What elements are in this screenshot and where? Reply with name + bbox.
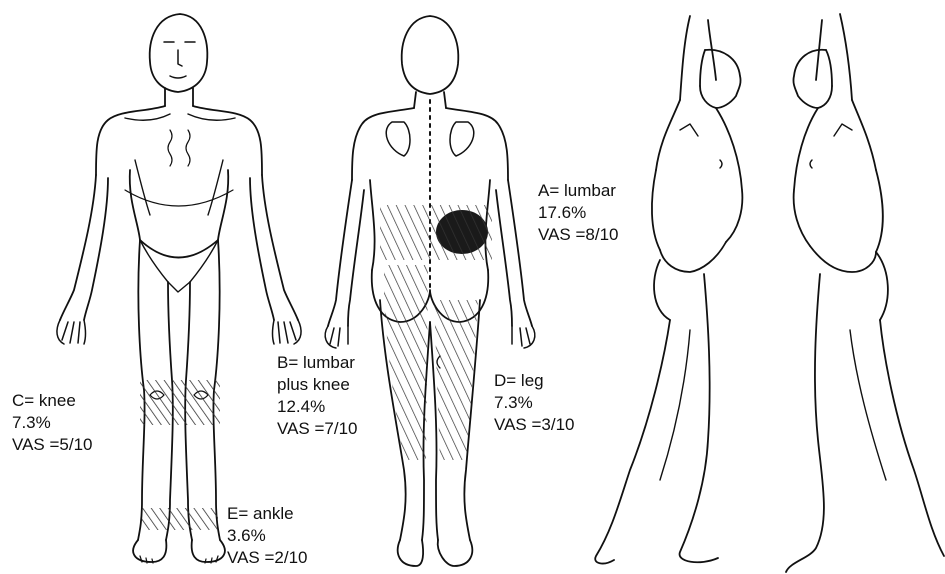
region-a-percent: 17.6% <box>538 202 619 224</box>
region-b-vas: VAS =7/10 <box>277 418 358 440</box>
region-d-label: D= leg 7.3% VAS =3/10 <box>494 370 575 436</box>
front-body-figure <box>57 14 301 563</box>
region-b-name: B= lumbar <box>277 352 358 374</box>
region-b-percent: 12.4% <box>277 396 358 418</box>
side-body-figure-right <box>595 16 742 563</box>
region-a-name: A= lumbar <box>538 180 619 202</box>
region-a-label: A= lumbar 17.6% VAS =8/10 <box>538 180 619 246</box>
region-d-vas: VAS =3/10 <box>494 414 575 436</box>
region-c-label: C= knee 7.3% VAS =5/10 <box>12 390 93 456</box>
region-a-vas: VAS =8/10 <box>538 224 619 246</box>
leg-pain-region-right <box>434 300 478 460</box>
region-d-percent: 7.3% <box>494 392 575 414</box>
region-e-percent: 3.6% <box>227 525 308 547</box>
region-e-label: E= ankle 3.6% VAS =2/10 <box>227 503 308 569</box>
leg-pain-region-left <box>384 265 428 460</box>
region-b-name-continued: plus knee <box>277 374 358 396</box>
side-body-figure-left <box>786 14 944 572</box>
region-d-name: D= leg <box>494 370 575 392</box>
region-b-label: B= lumbar plus knee 12.4% VAS =7/10 <box>277 352 358 440</box>
region-e-vas: VAS =2/10 <box>227 547 308 569</box>
region-c-vas: VAS =5/10 <box>12 434 93 456</box>
region-c-percent: 7.3% <box>12 412 93 434</box>
ankle-pain-region <box>142 508 218 530</box>
region-c-name: C= knee <box>12 390 93 412</box>
back-body-figure <box>325 16 535 566</box>
knee-pain-region <box>140 380 220 425</box>
region-e-name: E= ankle <box>227 503 308 525</box>
